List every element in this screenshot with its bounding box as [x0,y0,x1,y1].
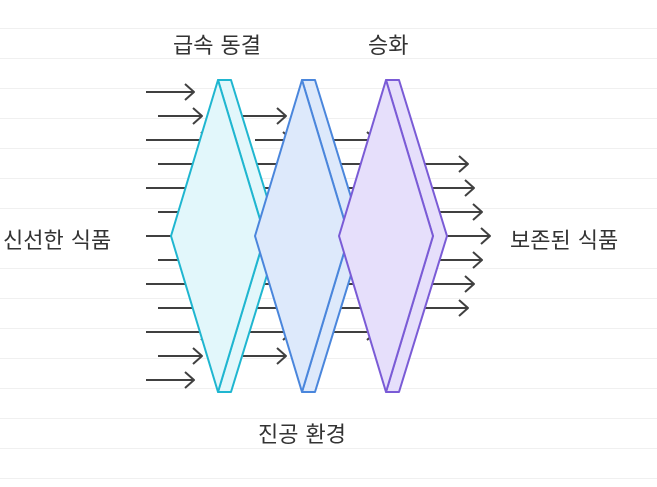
arrow [158,347,203,365]
arrow [423,299,469,317]
panel-vacuum-front [338,79,434,393]
panel-rapid-freeze-front [170,79,266,393]
label-fresh-food: 신선한 식품 [3,229,112,254]
arrow [146,83,195,101]
arrow [243,107,287,125]
arrow [146,371,195,389]
panel-sublimation-front [254,79,350,393]
label-vacuum-environment: 진공 환경 [258,423,346,448]
arrow [158,107,203,125]
panel-vacuum [338,79,448,393]
label-preserved-food: 보존된 식품 [510,229,619,254]
arrow [423,155,469,173]
label-rapid-freeze: 급속 동결 [173,34,261,59]
label-sublimation: 승화 [368,34,409,59]
arrow [243,347,287,365]
